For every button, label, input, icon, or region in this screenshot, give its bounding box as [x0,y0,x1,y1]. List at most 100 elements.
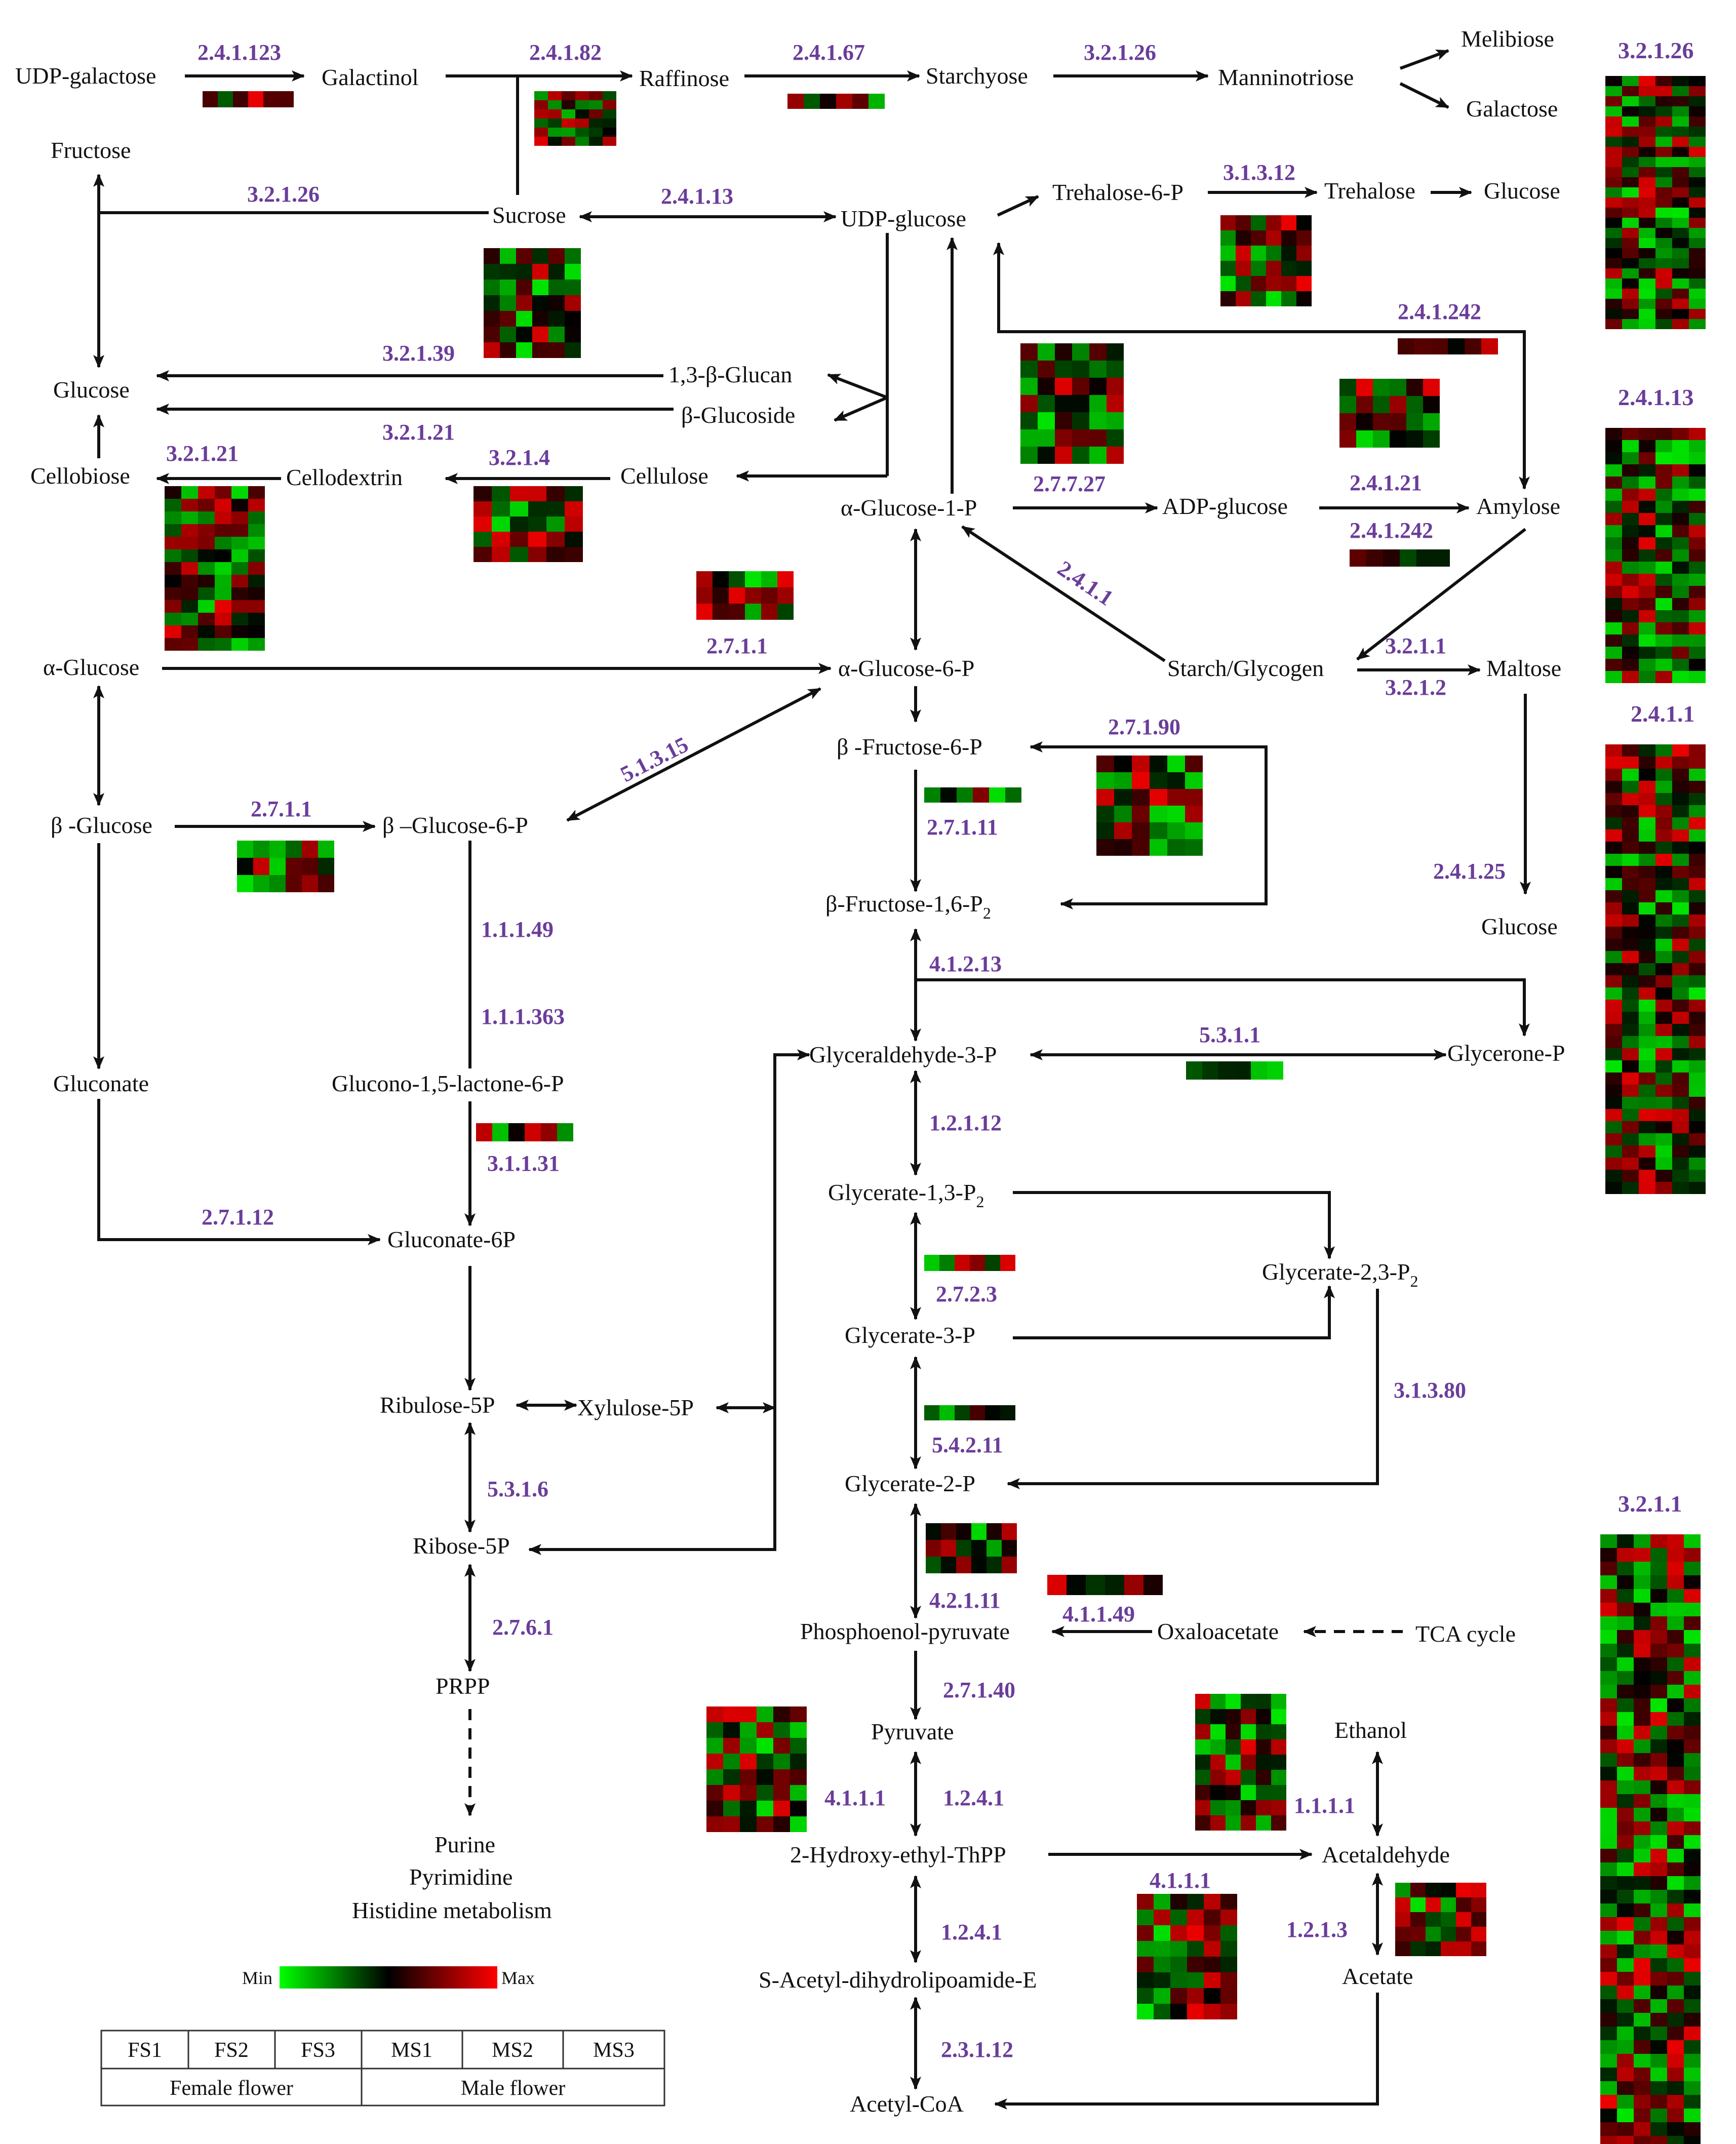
heatmap-cell [1107,412,1124,429]
heatmap-cell [1373,413,1390,430]
heatmap-cell [1689,915,1706,927]
heatmap-cell [528,486,546,501]
metabolite-acetate: Acetate [1342,1963,1413,1989]
heatmap-cell [1210,1724,1226,1739]
heatmap-cell [248,575,265,587]
enzyme-2-4-1-82: 2.4.1.82 [529,40,602,65]
heatmap-cell [1373,396,1390,413]
heatmap-cell [181,549,198,562]
heatmap-cell [1617,2054,1634,2068]
metabolite-b-glucose: β -Glucose [51,812,152,838]
heatmap-cell [740,1769,757,1785]
heatmap-cell [1639,927,1655,939]
heatmap-cell [1414,338,1431,354]
heatmap-cell [1605,622,1622,634]
heatmap-cell [1650,1644,1667,1657]
heatmap-cell [1689,177,1706,187]
heatmap-cell [1639,1012,1655,1024]
heatmap-cell [713,587,729,604]
heatmap-cell [1650,1917,1667,1931]
heatmap-cell [1672,137,1689,147]
heatmap-cell [1684,1917,1701,1931]
heatmap-cell [1236,230,1251,246]
heatmap-cell [302,841,318,858]
heatmap-cell [1667,1917,1684,1931]
heatmap-cell [1241,1800,1256,1815]
enzyme-2-4-1-1: 2.4.1.1 [1053,556,1118,611]
heatmap-cell [1605,1170,1622,1182]
heatmap-cell [1137,1957,1154,1972]
heatmap-cell [1622,1085,1639,1097]
heatmap-cell [198,575,215,587]
heatmap-cell [1605,76,1622,86]
heatmap-cell [1600,1835,1617,1849]
heatmap-cell [1226,1755,1241,1770]
heatmap-cell [1634,1534,1650,1548]
heatmap-cell [215,511,231,524]
heatmap-cell [1426,1883,1441,1897]
heatmap-cell [1650,1876,1667,1890]
heatmap-cell [1622,805,1639,817]
heatmap-cell [1639,829,1655,842]
heatmap-cell [1605,428,1622,440]
heatmap-cell [1154,1957,1170,1972]
heatmap-cell [548,137,562,146]
edge-amylose-starch [1356,528,1526,661]
heatmap-cell [562,118,575,128]
heatmap-cell [1672,218,1689,228]
heatmap-cell [237,841,253,858]
heatmap-cell [1187,1941,1204,1957]
heatmap-cell [1150,806,1167,822]
heatmap-cell [1650,1589,1667,1603]
heatmap-cell [1684,1630,1701,1644]
heatmap-cell [1634,1972,1650,1986]
heatmap-cell [1684,1986,1701,1999]
heatmap-cell [1220,1988,1237,2004]
heatmap-cell [1423,430,1440,448]
heatmap-cell [757,1706,773,1722]
heatmap-cell [740,1722,757,1738]
heatmap-cell [546,486,565,501]
heatmap-cell [1226,1800,1241,1815]
heatmap-cell [1639,915,1655,927]
heatmap-cell [1605,598,1622,610]
heatmap-cell [248,638,265,651]
metabolite-glucoside: β-Glucoside [681,402,795,428]
heatmap-cell [1187,1972,1204,1988]
heatmap-cell [1639,96,1655,106]
metabolite-cellulose: Cellulose [620,463,708,489]
heatmap-2-4-1-67 [787,94,885,109]
heatmap-cell [1441,1912,1456,1927]
heatmap-cell [1241,1815,1256,1831]
heatmap-cell [1622,428,1639,440]
heatmap-cell [1089,343,1107,361]
heatmap-cell [1072,395,1089,412]
heatmap-cell [1655,939,1672,951]
heatmap-cell [1185,772,1203,789]
heatmap-cell [165,549,181,562]
heatmap-cell [575,91,589,100]
heatmap-cell [1634,1794,1650,1808]
heatmap-cell [1667,1931,1684,1944]
heatmap-cell [1655,309,1672,319]
heatmap-cell [500,280,516,295]
metabolite-glucose-top: Glucose [1484,178,1560,204]
heatmap-cell [1634,1644,1650,1657]
heatmap-cell [1266,246,1281,261]
heatmap-cell [1672,902,1689,915]
heatmap-cell [1137,1972,1154,1988]
heatmap-cell [1639,106,1655,116]
heatmap-cell [1650,1726,1667,1739]
heatmap-cell [1456,1941,1471,1956]
heatmap-cell [546,547,565,562]
heatmap-cell [1605,489,1622,501]
heatmap-cell [706,1706,723,1722]
heatmap-cell [1689,106,1706,116]
heatmap-cell [1600,1644,1617,1657]
heatmap-cell [474,486,492,501]
heatmap-cell [1689,757,1706,769]
heatmap-cell [740,1801,757,1816]
heatmap-cell [1684,1972,1701,1986]
heatmap-cell [565,532,583,547]
heatmap-cell [181,524,198,537]
